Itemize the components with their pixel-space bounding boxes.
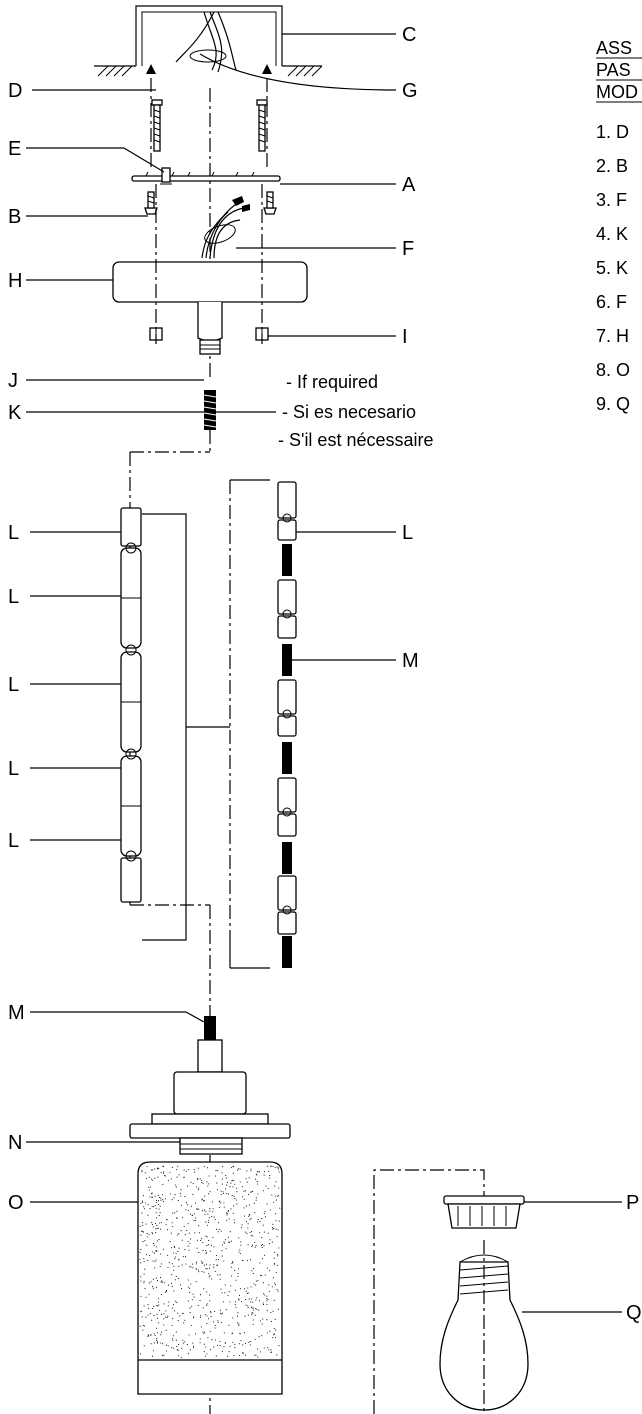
step-3: 3. F bbox=[596, 190, 627, 210]
step-4: 4. K bbox=[596, 224, 628, 244]
screw-b-left bbox=[144, 191, 158, 215]
header-line-2: PAS bbox=[596, 60, 631, 80]
part-labels: C G D E A B F H I J K L L L M L L L M N … bbox=[8, 24, 642, 1324]
label-q: Q bbox=[626, 1302, 642, 1324]
screw-b-right bbox=[263, 191, 277, 215]
socket-cap bbox=[443, 1195, 525, 1229]
canopy bbox=[112, 261, 308, 355]
label-d: D bbox=[8, 80, 22, 102]
label-l-4: L bbox=[8, 758, 19, 780]
instructions-column: ASS PAS MOD 1. D 2. B 3. F 4. K 5. K 6. … bbox=[596, 38, 642, 414]
screw-d-left bbox=[151, 99, 163, 152]
label-l-5: L bbox=[8, 830, 19, 852]
label-m-right: M bbox=[402, 650, 419, 672]
note-line-fr: - S'il est nécessaire bbox=[278, 430, 434, 450]
header-line-1: ASS bbox=[596, 38, 632, 58]
step-8: 8. O bbox=[596, 360, 630, 380]
step-6: 6. F bbox=[596, 292, 627, 312]
label-a: A bbox=[402, 174, 416, 196]
socket-assembly bbox=[129, 1016, 291, 1155]
wires bbox=[201, 196, 250, 259]
note-line-en: - If required bbox=[286, 372, 378, 392]
label-p: P bbox=[626, 1192, 639, 1214]
label-l-1: L bbox=[8, 522, 19, 544]
screw-d-right bbox=[256, 99, 268, 152]
label-l-right: L bbox=[402, 522, 413, 544]
label-l-3: L bbox=[8, 674, 19, 696]
label-g: G bbox=[402, 80, 418, 102]
note-line-es: - Si es necesario bbox=[282, 402, 416, 422]
label-f: F bbox=[402, 238, 414, 260]
label-e: E bbox=[8, 138, 21, 160]
label-l-2: L bbox=[8, 586, 19, 608]
label-o: O bbox=[8, 1192, 24, 1214]
threaded-nipple bbox=[203, 390, 217, 430]
light-bulb bbox=[439, 1240, 529, 1414]
label-m: M bbox=[8, 1002, 25, 1024]
glass-shade bbox=[137, 1161, 283, 1395]
leader-lines bbox=[26, 33, 622, 1313]
header-line-3: MOD bbox=[596, 82, 638, 102]
step-7: 7. H bbox=[596, 326, 629, 346]
if-required-note: - If required - Si es necesario - S'il e… bbox=[278, 372, 434, 450]
label-n: N bbox=[8, 1132, 22, 1154]
chain-left bbox=[120, 507, 142, 903]
step-5: 5. K bbox=[596, 258, 628, 278]
label-k: K bbox=[8, 402, 22, 424]
step-1: 1. D bbox=[596, 122, 629, 142]
junction-box bbox=[94, 5, 323, 77]
step-9: 9. Q bbox=[596, 394, 630, 414]
crossbar bbox=[131, 167, 281, 185]
label-c: C bbox=[402, 24, 416, 46]
chain-right bbox=[277, 481, 297, 968]
step-2: 2. B bbox=[596, 156, 628, 176]
label-b: B bbox=[8, 206, 21, 228]
label-h: H bbox=[8, 270, 22, 292]
label-j: J bbox=[8, 370, 18, 392]
label-i: I bbox=[402, 326, 408, 348]
